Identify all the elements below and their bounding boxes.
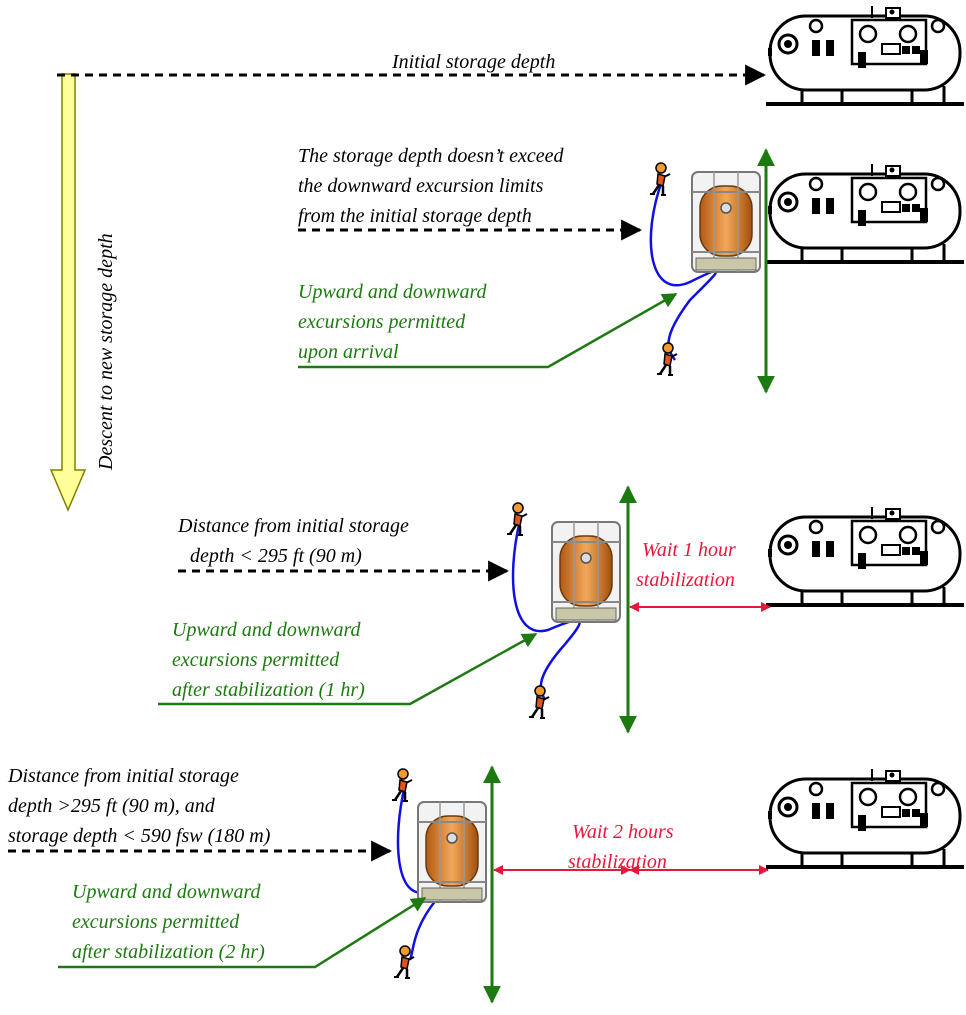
diving-bell-4 [417,801,487,903]
diving-bell-2 [691,171,761,273]
level4-excursion-2: excursions permitted [72,911,240,933]
level2-excursion-1: Upward and downward [298,281,488,303]
level3-wait-2: stabilization [636,569,735,591]
level3-note-2: depth < 295 ft (90 m) [190,545,362,567]
level2-note-2: the downward excursion limits [298,175,544,197]
level2-excursion-2: excursions permitted [298,311,466,333]
level2-note-3: from the initial storage depth [298,205,532,227]
diver-icon [392,944,416,980]
level3-excursion-3: after stabilization (1 hr) [172,679,365,701]
diver-icon [527,684,551,720]
excursion-pointer-3 [158,632,538,706]
level3-note-1: Distance from initial storage [177,515,409,537]
deck-chamber-1 [764,4,966,108]
level4-wait-2: stabilization [568,851,667,873]
level4-excursion-1: Upward and downward [72,881,262,903]
level3-wait-1: Wait 1 hour [642,539,736,561]
level3-excursion-1: Upward and downward [172,619,362,641]
level4-note-2: depth >295 ft (90 m), and [8,795,216,817]
diving-bell-3 [551,521,621,623]
level2-note-1: The storage depth doesn’t exceed [298,145,564,167]
deck-chamber-4 [764,767,966,871]
descent-label: Descent to new storage depth [95,233,117,471]
descent-arrow [49,73,87,512]
level3-excursion-2: excursions permitted [172,649,340,671]
excursion-pointer-2 [298,292,678,369]
deck-chamber-3 [764,505,966,609]
initial-storage-label: Initial storage depth [391,51,555,73]
level4-excursion-3: after stabilization (2 hr) [72,941,265,963]
level2-excursion-3: upon arrival [298,341,399,363]
deck-chamber-2 [764,162,966,266]
level4-note-1: Distance from initial storage [7,765,239,787]
excursion-pointer-4 [58,896,427,969]
level4-note-3: storage depth < 590 fsw (180 m) [8,825,271,847]
level4-wait-1: Wait 2 hours [572,821,674,843]
